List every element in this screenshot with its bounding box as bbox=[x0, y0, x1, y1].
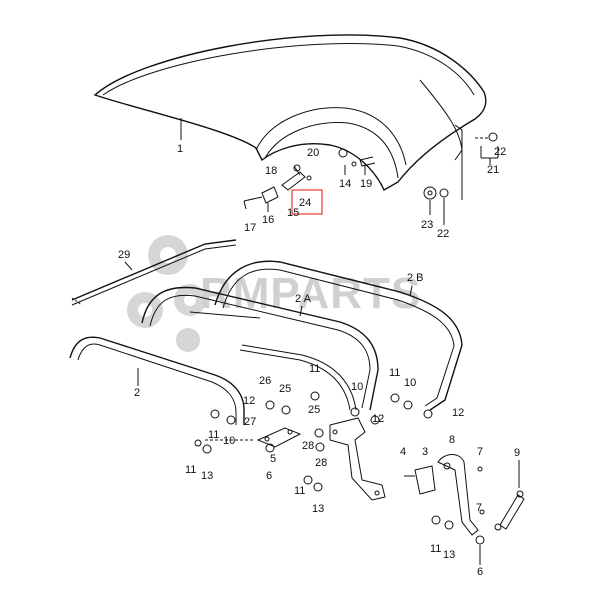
callout-18: 18 bbox=[265, 165, 277, 177]
hinge-center bbox=[303, 391, 386, 501]
callout-11-center-b: 11 bbox=[294, 485, 305, 497]
bracket-right bbox=[390, 393, 525, 545]
callout-29: 29 bbox=[118, 249, 130, 261]
bow-2a bbox=[141, 286, 379, 411]
callout-26: 26 bbox=[259, 375, 271, 387]
callout-2a: 2 A bbox=[295, 293, 312, 305]
callout-23: 23 bbox=[421, 219, 433, 231]
callout-13-right: 13 bbox=[443, 549, 455, 561]
callout-22-top: 22 bbox=[494, 146, 506, 158]
callout-7-top: 7 bbox=[477, 446, 483, 458]
gear-icon bbox=[127, 235, 206, 352]
callout-10-left: 10 bbox=[223, 435, 235, 447]
callout-12-right: 12 bbox=[452, 407, 464, 419]
callout-27: 27 bbox=[244, 416, 256, 428]
callout-1: 1 bbox=[177, 143, 183, 155]
fastener-group-right bbox=[423, 132, 499, 225]
callout-13-left: 13 bbox=[201, 470, 213, 482]
bow-2b bbox=[214, 260, 463, 411]
callout-20: 20 bbox=[307, 147, 319, 159]
callout-2: 2 bbox=[134, 387, 140, 399]
callout-2b: 2 B bbox=[407, 272, 424, 284]
callout-21: 21 bbox=[487, 164, 499, 176]
callout-10-right: 10 bbox=[404, 377, 416, 389]
callout-3: 3 bbox=[422, 446, 428, 458]
linkage-left bbox=[194, 400, 302, 454]
callout-11-right-a: 11 bbox=[389, 367, 400, 379]
callout-17: 17 bbox=[244, 222, 256, 234]
callout-15: 15 bbox=[287, 207, 299, 219]
callout-11-left-b: 11 bbox=[185, 464, 196, 476]
callout-11-center-a: 11 bbox=[309, 363, 320, 375]
callout-5: 5 bbox=[270, 453, 276, 465]
callout-6-right: 6 bbox=[477, 566, 483, 578]
callout-22-bottom: 22 bbox=[437, 228, 449, 240]
callout-7-bottom: 7 bbox=[476, 502, 482, 514]
callout-28: 28 bbox=[315, 457, 327, 469]
callout-28-a: 28 bbox=[302, 440, 314, 452]
callout-25-mid: 25 bbox=[308, 404, 320, 416]
bow-2 bbox=[69, 336, 245, 425]
callout-11-left-a: 11 bbox=[208, 429, 219, 441]
callout-16: 16 bbox=[262, 214, 274, 226]
highlight-box-24 bbox=[291, 189, 323, 215]
callout-19: 19 bbox=[360, 178, 372, 190]
hardtop-shell bbox=[93, 34, 487, 200]
callout-12-center: 12 bbox=[372, 413, 384, 425]
callout-13-center: 13 bbox=[312, 503, 324, 515]
callout-14: 14 bbox=[339, 178, 351, 190]
callout-12-left: 12 bbox=[243, 395, 255, 407]
callout-25-top: 25 bbox=[279, 383, 291, 395]
callout-8: 8 bbox=[449, 434, 455, 446]
callout-11-right-b: 11 bbox=[430, 543, 441, 555]
callout-10-center: 10 bbox=[351, 381, 363, 393]
callout-24: 24 bbox=[299, 197, 311, 209]
callout-4: 4 bbox=[400, 446, 406, 458]
callout-9: 9 bbox=[514, 447, 520, 459]
bow-inner bbox=[239, 344, 357, 411]
fastener-group-left bbox=[243, 148, 376, 212]
seal-strip-29 bbox=[71, 239, 237, 306]
callout-6-left: 6 bbox=[266, 470, 272, 482]
